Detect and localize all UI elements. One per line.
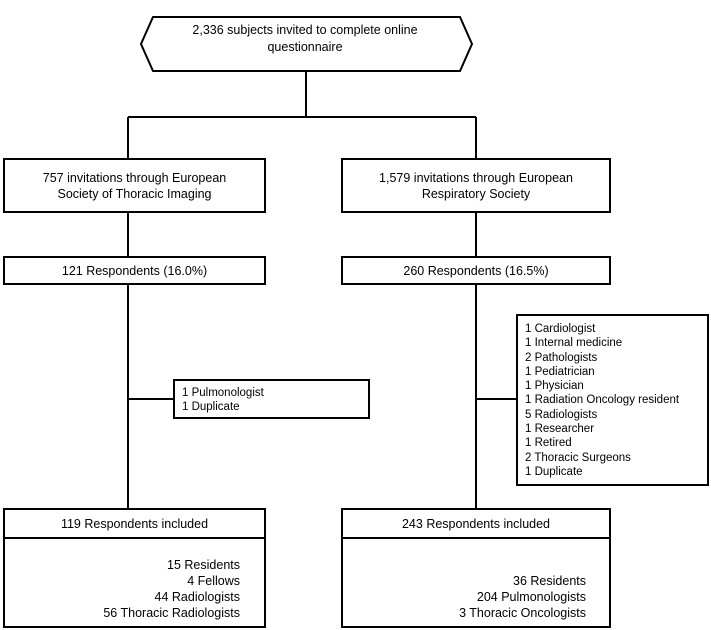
right-included-header-label: 243 Respondents included [401,516,551,531]
right-included-header: 243 Respondents included [343,510,609,539]
right-excluded-item: 1 Internal medicine [525,337,623,350]
right-excluded-item: 1 Retired [525,437,572,450]
left-included-item: 4 Fellows [187,574,240,588]
left-respondents-box: 121 Respondents (16.0%) [3,256,266,285]
right-excluded-item: 2 Thoracic Surgeons [525,451,631,464]
right-included-breakdown: 36 Residents 204 Pulmonologists 3 Thorac… [459,541,586,626]
right-excluded-item: 2 Pathologists [525,351,598,364]
left-included-header: 119 Respondents included [5,510,264,539]
left-included-item: 44 Radiologists [154,590,240,604]
right-invitations-line2: Respiratory Society [421,186,531,201]
left-included-item: 56 Thoracic Radiologists [103,606,240,620]
right-respondents-label: 260 Respondents (16.5%) [403,263,549,278]
right-excluded-item: 1 Physician [525,380,584,393]
right-included-item: 36 Residents [513,574,586,588]
left-invitations-line2: Society of Thoracic Imaging [57,186,212,201]
left-excluded-item: 1 Duplicate [182,401,240,414]
right-excluded-item: 1 Radiation Oncology resident [525,394,680,407]
right-excluded-item: 1 Cardiologist [525,323,596,335]
left-included-item: 15 Residents [167,558,240,572]
right-included-box: 243 Respondents included 36 Residents 20… [341,508,611,628]
left-excluded-item: 1 Pulmonologist [182,387,264,399]
top-node-text: 2,336 subjects invited to complete onlin… [140,22,470,62]
right-excluded-item: 1 Researcher [525,423,595,436]
left-included-header-label: 119 Respondents included [60,516,209,531]
left-included-breakdown: 15 Residents 4 Fellows 44 Radiologists 5… [103,541,240,626]
right-included-item: 3 Thoracic Oncologists [459,606,586,620]
right-invitations-line1: 1,579 invitations through European [379,170,573,185]
right-excluded-box: 1 Cardiologist 1 Internal medicine 2 Pat… [516,314,709,486]
right-excluded-item: 1 Pediatrician [525,365,595,378]
right-excluded-item: 5 Radiologists [525,408,598,421]
left-invitations-line1: 757 invitations through European [42,170,227,185]
left-invitations-box: 757 invitations through European Society… [3,158,266,213]
right-excluded-item: 1 Duplicate [525,465,583,478]
left-respondents-label: 121 Respondents (16.0%) [61,263,208,278]
left-included-box: 119 Respondents included 15 Residents 4 … [3,508,266,628]
top-node-line1: 2,336 subjects invited to complete onlin… [192,23,418,37]
top-hexagon-shape [139,16,474,72]
right-invitations-box: 1,579 invitations through European Respi… [341,158,611,213]
left-excluded-box: 1 Pulmonologist 1 Duplicate [173,379,370,419]
right-respondents-box: 260 Respondents (16.5%) [341,256,611,285]
right-included-item: 204 Pulmonologists [476,590,586,604]
top-node-line2: questionnaire [267,40,343,54]
